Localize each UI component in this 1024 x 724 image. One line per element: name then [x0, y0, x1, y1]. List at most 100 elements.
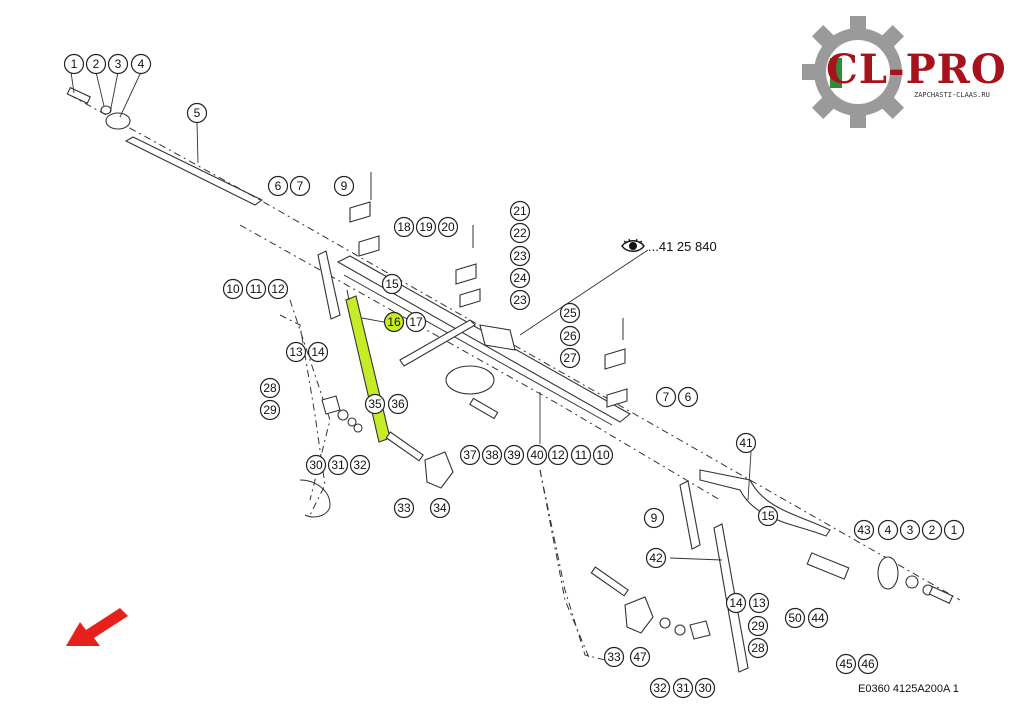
svg-text:9: 9	[651, 511, 658, 525]
callout-11[interactable]: 11	[245, 278, 267, 300]
callout-31a[interactable]: 31	[327, 454, 349, 476]
callout-33b[interactable]: 33	[603, 646, 625, 668]
callout-7[interactable]: 7	[289, 175, 311, 197]
callout-4[interactable]: 4	[130, 53, 152, 75]
callout-15[interactable]: 15	[381, 273, 403, 295]
callout-20[interactable]: 20	[437, 216, 459, 238]
callout-42[interactable]: 41	[735, 432, 757, 454]
callout-29a[interactable]: 29	[259, 399, 281, 421]
callout-10b[interactable]: 10	[592, 444, 614, 466]
callout-44[interactable]: 44	[807, 607, 829, 629]
svg-text:1: 1	[951, 523, 958, 537]
eye-icon	[621, 238, 645, 252]
callout-38[interactable]: 38	[481, 444, 503, 466]
callout-7b[interactable]: 7	[655, 386, 677, 408]
callout-10[interactable]: 10	[222, 278, 244, 300]
callout-5[interactable]: 5	[186, 102, 208, 124]
callout-1b[interactable]: 1	[943, 519, 965, 541]
callout-19[interactable]: 19	[415, 216, 437, 238]
callout-18[interactable]: 18	[393, 216, 415, 238]
svg-text:10: 10	[226, 282, 240, 296]
svg-text:44: 44	[811, 611, 825, 625]
svg-text:31: 31	[331, 458, 345, 472]
callout-36[interactable]: 36	[387, 393, 409, 415]
callout-30a[interactable]: 30	[305, 454, 327, 476]
callout-2[interactable]: 2	[85, 53, 107, 75]
callout-22[interactable]: 22	[509, 222, 531, 244]
callout-46[interactable]: 46	[857, 653, 879, 675]
callout-17[interactable]: 17	[405, 311, 427, 333]
callout-24[interactable]: 24	[509, 267, 531, 289]
callout-15b[interactable]: 15	[757, 505, 779, 527]
callout-28b[interactable]: 28	[747, 637, 769, 659]
gear-icon	[802, 16, 905, 128]
svg-text:10: 10	[596, 448, 610, 462]
svg-text:3: 3	[907, 523, 914, 537]
callout-31b[interactable]: 31	[672, 677, 694, 699]
callout-3b[interactable]: 3	[899, 519, 921, 541]
svg-text:12: 12	[271, 282, 285, 296]
callout-43[interactable]: 43	[853, 519, 875, 541]
callout-25[interactable]: 25	[559, 302, 581, 324]
callout-27[interactable]: 27	[559, 347, 581, 369]
callout-12b[interactable]: 12	[547, 444, 569, 466]
callout-1[interactable]: 1	[63, 53, 85, 75]
callout-28a[interactable]: 28	[259, 377, 281, 399]
svg-text:34: 34	[433, 501, 447, 515]
svg-text:23: 23	[513, 249, 527, 263]
callout-47[interactable]: 47	[629, 646, 651, 668]
svg-text:4: 4	[885, 523, 892, 537]
callout-50[interactable]: 50	[784, 607, 806, 629]
svg-text:22: 22	[513, 226, 527, 240]
svg-text:7: 7	[297, 179, 304, 193]
callout-14b[interactable]: 14	[725, 592, 747, 614]
callouts: 1 2 3 4 5 6 7 9 10 11 12 13 14 15 16 17 …	[63, 53, 965, 699]
drawing-geometry	[66, 71, 961, 673]
arrow-down-left-icon	[66, 608, 128, 646]
callout-2b[interactable]: 2	[921, 519, 943, 541]
svg-text:50: 50	[788, 611, 802, 625]
svg-text:2: 2	[93, 57, 100, 71]
callout-40[interactable]: 40	[526, 444, 548, 466]
callout-11b[interactable]: 11	[570, 444, 592, 466]
svg-text:14: 14	[729, 596, 743, 610]
callout-13b[interactable]: 13	[748, 592, 770, 614]
svg-text:15: 15	[761, 509, 775, 523]
svg-text:19: 19	[419, 220, 433, 234]
callout-32a[interactable]: 32	[349, 454, 371, 476]
callout-9b[interactable]: 9	[643, 507, 665, 529]
svg-text:2: 2	[929, 523, 936, 537]
svg-text:35: 35	[368, 397, 382, 411]
callout-37[interactable]: 37	[459, 444, 481, 466]
callout-23b[interactable]: 23	[509, 289, 531, 311]
svg-text:11: 11	[575, 448, 588, 462]
svg-text:17: 17	[409, 315, 423, 329]
callout-3[interactable]: 3	[107, 53, 129, 75]
callout-14[interactable]: 14	[307, 341, 329, 363]
callout-26[interactable]: 26	[559, 325, 581, 347]
svg-text:21: 21	[513, 204, 527, 218]
callout-39[interactable]: 39	[503, 444, 525, 466]
svg-text:31: 31	[676, 681, 690, 695]
callout-16[interactable]: 16	[383, 311, 405, 333]
svg-text:38: 38	[485, 448, 499, 462]
callout-45[interactable]: 45	[835, 653, 857, 675]
callout-21[interactable]: 21	[509, 200, 531, 222]
callout-33a[interactable]: 33	[393, 497, 415, 519]
callout-23a[interactable]: 23	[509, 245, 531, 267]
callout-30b[interactable]: 30	[694, 677, 716, 699]
callout-29b[interactable]: 29	[747, 615, 769, 637]
callout-9[interactable]: 9	[333, 175, 355, 197]
callout-34[interactable]: 34	[429, 497, 451, 519]
svg-text:24: 24	[513, 271, 527, 285]
callout-12[interactable]: 12	[267, 278, 289, 300]
callout-6[interactable]: 6	[267, 175, 289, 197]
svg-text:23: 23	[513, 293, 527, 307]
callout-32b[interactable]: 32	[649, 677, 671, 699]
callout-13[interactable]: 13	[285, 341, 307, 363]
callout-4b[interactable]: 4	[877, 519, 899, 541]
callout-6b[interactable]: 6	[677, 386, 699, 408]
callout-41[interactable]: 42	[645, 547, 667, 569]
callout-35[interactable]: 35	[364, 393, 386, 415]
